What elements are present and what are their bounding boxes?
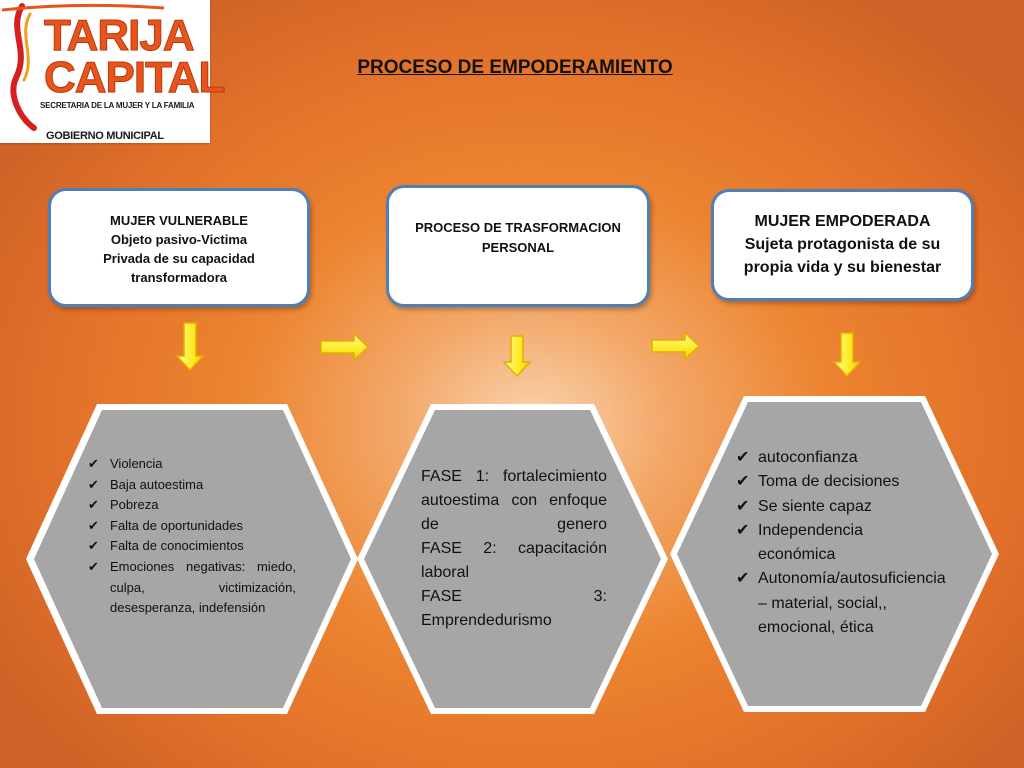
list-item: ✔Se siente capaz [736, 495, 936, 519]
down-arrow-icon [832, 332, 862, 378]
list-item: ✔Falta de conocimientos [88, 536, 296, 557]
page-title: PROCESO DE EMPODERAMIENTO [357, 57, 673, 78]
right-arrow-icon [320, 332, 370, 362]
list-item: ✔Violencia [88, 454, 296, 475]
box-line: propia vida y su bienestar [743, 259, 942, 276]
list-item: ✔Baja autoestima [88, 475, 296, 496]
box-line: Sujeta protagonista de su [744, 236, 941, 253]
down-arrow-icon [502, 335, 532, 378]
checkmark-icon: ✔ [736, 497, 750, 515]
list-item: ✔autoconfianza [736, 446, 936, 470]
logo-swoosh-icon [1, 3, 165, 12]
checkmark-icon: ✔ [88, 517, 99, 533]
list-item: ✔Falta de oportunidades [88, 516, 296, 537]
box-line: MUJER EMPODERADA [754, 213, 931, 230]
box-line: MUJER VULNERABLE [110, 213, 248, 228]
phase-3: FASE 3: Emprendedurismo [421, 588, 607, 629]
logo-line-1: TARIJA [44, 11, 196, 60]
checkmark-icon: ✔ [88, 456, 99, 471]
logo: TARIJA CAPITAL SECRETARIA DE LA MUJER Y … [0, 0, 226, 143]
phase-1: FASE 1: fortalecimiento autoestima con e… [421, 468, 607, 533]
list-item: ✔Emociones negativas: miedo, culpa, vict… [88, 558, 296, 616]
checkmark-icon: ✔ [88, 538, 99, 554]
box-mujer-vulnerable: MUJER VULNERABLE Objeto pasivo-Victima P… [48, 188, 310, 307]
checkmark-icon: ✔ [88, 476, 99, 492]
right-arrow-icon [651, 331, 701, 361]
box-line: transformadora [130, 270, 228, 285]
box-line: Privada de su capacidad [103, 251, 255, 266]
list-item: ✔Toma de decisiones [736, 470, 936, 494]
checkmark-icon: ✔ [736, 473, 750, 491]
logo-subtitle: SECRETARIA DE LA MUJER Y LA FAMILIA [40, 101, 195, 110]
logo-footer: GOBIERNO MUNICIPAL [46, 130, 164, 142]
hexagon-1-list: ✔Violencia ✔Baja autoestima ✔Pobreza ✔Fa… [88, 454, 296, 619]
list-item: ✔Pobreza [88, 495, 296, 516]
box-line: PROCESO DE TRASFORMACION [415, 220, 621, 235]
list-item: ✔Autonomía/autosuficiencia – material, s… [736, 567, 946, 640]
logo-ribbon-icon [10, 3, 37, 131]
checkmark-icon: ✔ [736, 570, 750, 588]
box-proceso-transformacion: PROCESO DE TRASFORMACION PERSONAL [386, 185, 650, 307]
checkmark-icon: ✔ [736, 521, 750, 539]
list-item: ✔Independencia económica [736, 519, 936, 568]
box-mujer-empoderada: MUJER EMPODERADA Sujeta protagonista de … [711, 189, 974, 301]
checkmark-icon: ✔ [736, 449, 750, 466]
phase-2: FASE 2: capacitación laboral [421, 540, 607, 581]
logo-line-2: CAPITAL [43, 53, 225, 102]
box-line: Objeto pasivo-Victima [110, 232, 248, 247]
box-line: PERSONAL [481, 240, 555, 255]
hexagon-2-phases: FASE 1: fortalecimiento autoestima con e… [421, 465, 607, 633]
checkmark-icon: ✔ [88, 497, 99, 513]
hexagon-3-list: ✔autoconfianza ✔Toma de decisiones ✔Se s… [736, 446, 946, 640]
checkmark-icon: ✔ [88, 558, 99, 574]
down-arrow-icon [175, 322, 205, 372]
